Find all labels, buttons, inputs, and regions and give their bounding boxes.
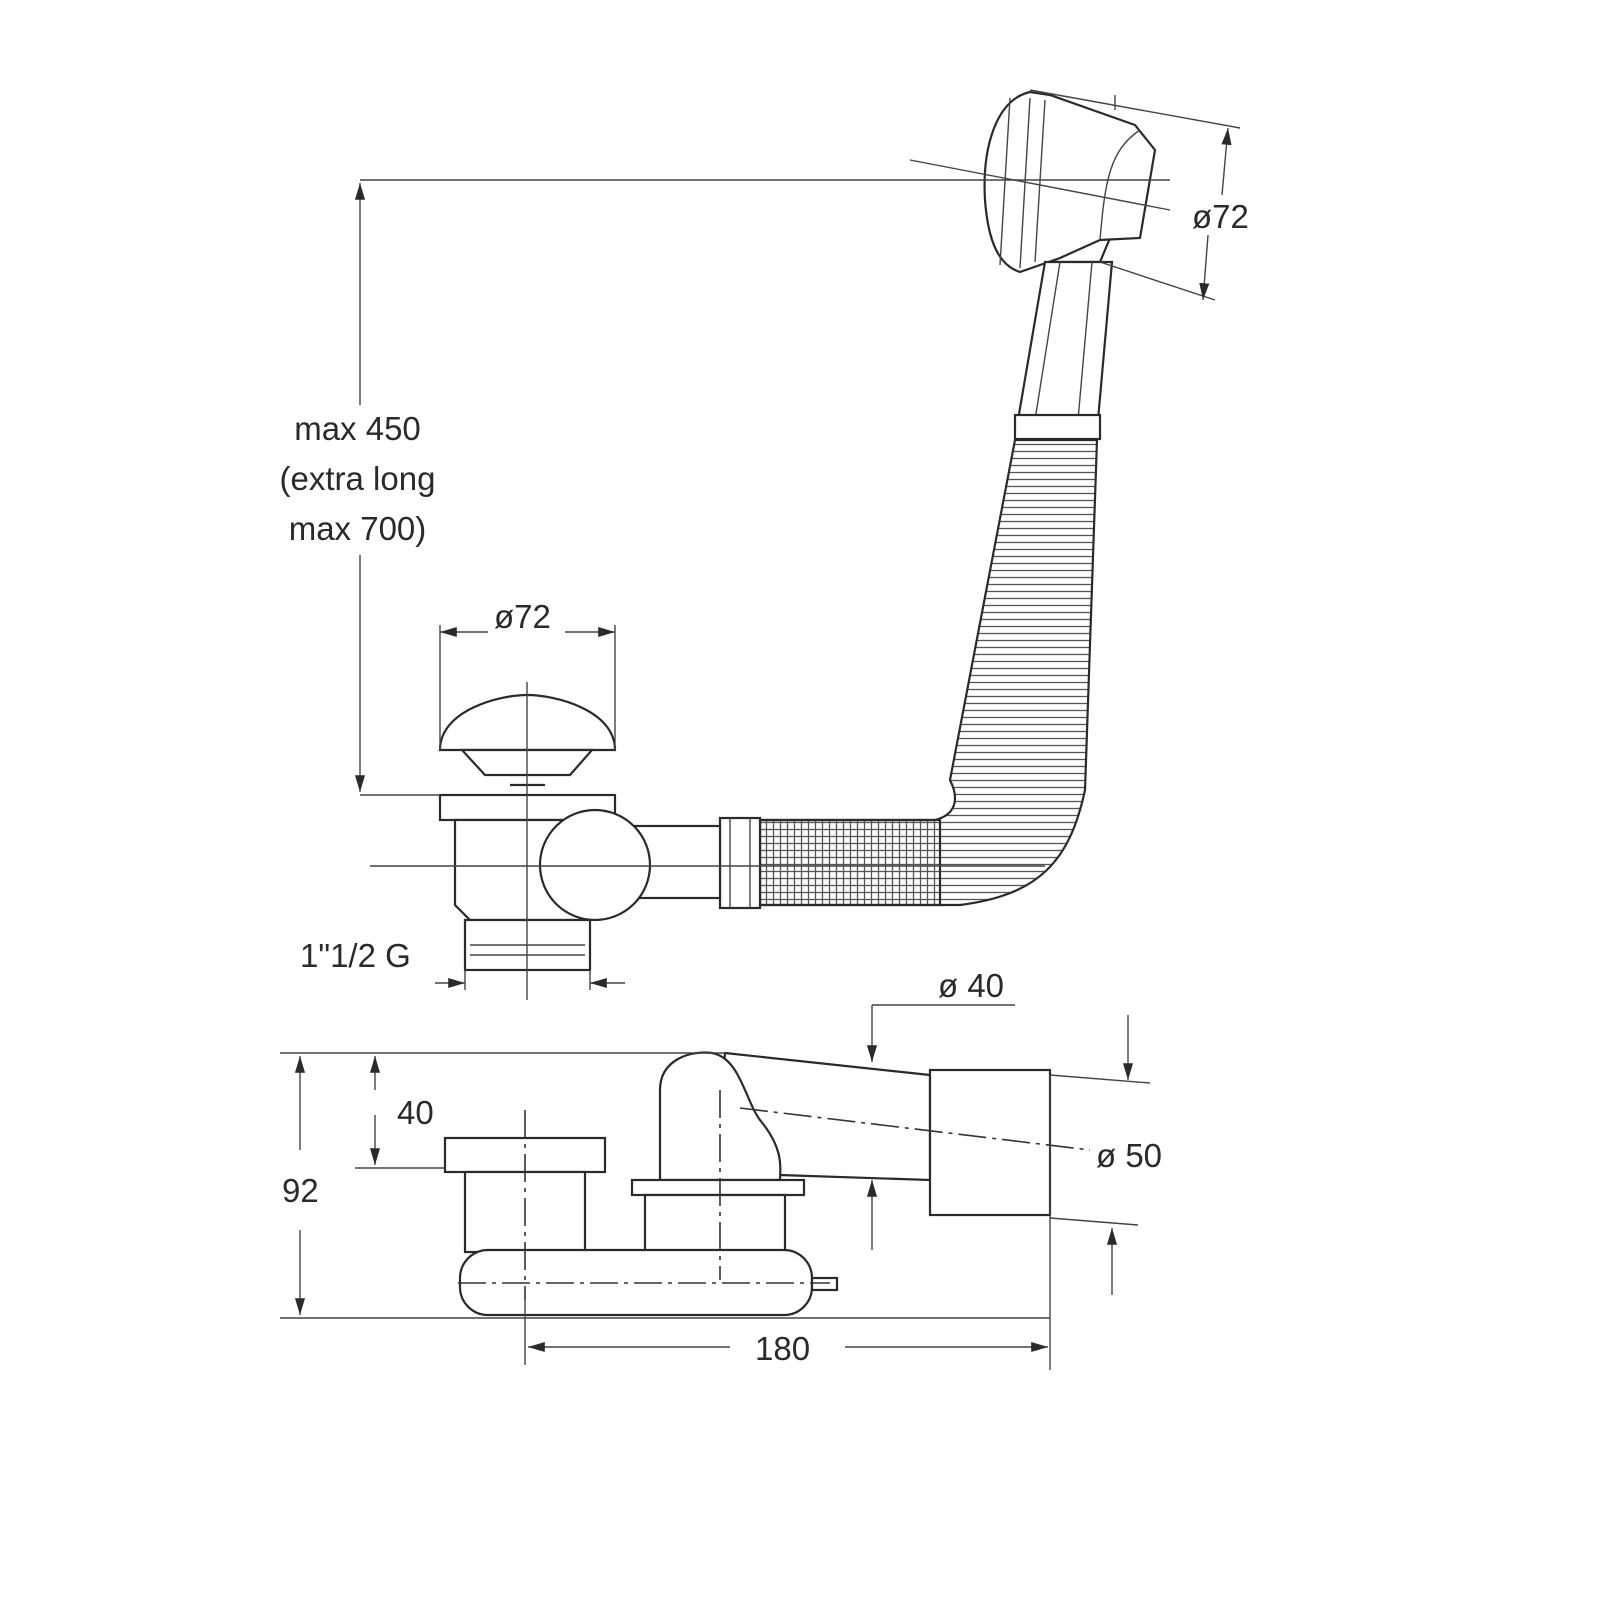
thread-size-label: 1"1/2 G [300,937,411,974]
overflow-head [983,90,1157,274]
height-max-label: max 450 [294,410,421,447]
corrugated-hose [758,438,1099,907]
side-dimensions [280,1004,1151,1370]
height-92-label: 92 [282,1172,319,1209]
pipe-diameter-40-label: ø 40 [938,967,1005,1004]
height-extra-label-1: (extra long [279,460,436,497]
height-extra-label-2: max 700) [288,510,427,547]
length-180-label: 180 [755,1330,811,1367]
overflow-diameter-label: ø72 [1192,198,1249,235]
pipe-diameter-50-label: ø 50 [1096,1137,1163,1174]
overflow-tube [1013,260,1114,441]
plug-diameter-label: ø72 [494,598,551,635]
depth-40-label: 40 [397,1094,434,1131]
side-view [443,1051,1091,1317]
drain-body [438,793,652,972]
top-dimensions [354,89,1241,1000]
